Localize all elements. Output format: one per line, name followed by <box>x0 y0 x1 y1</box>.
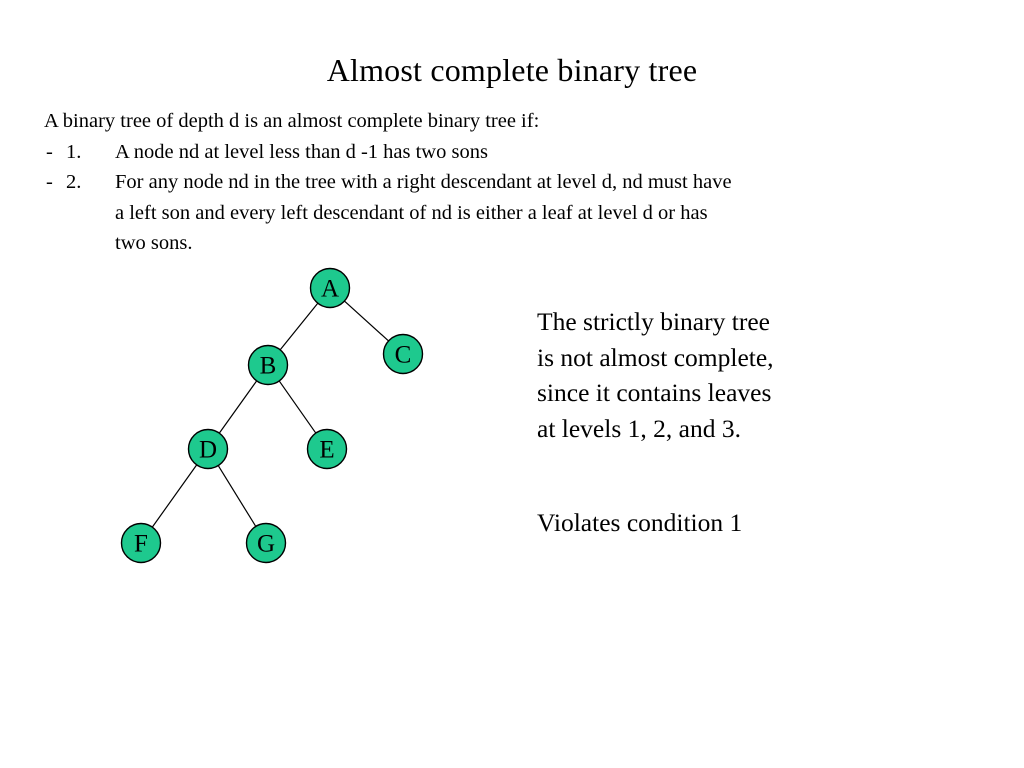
condition-2-continuation-line-2: two sons. <box>44 228 1004 259</box>
tree-node-f[interactable]: F <box>120 522 162 564</box>
tree-edge-b-d <box>218 380 258 434</box>
tree-node-label-e: E <box>319 437 334 464</box>
condition-1-text: A node nd at level less than d -1 has tw… <box>115 140 488 163</box>
annotation-text-block: The strictly binary tree is not almost c… <box>537 304 957 446</box>
tree-node-a[interactable]: A <box>309 267 351 309</box>
tree-node-e[interactable]: E <box>306 428 348 470</box>
tree-node-label-c: C <box>395 342 412 369</box>
condition-2-text: For any node nd in the tree with a right… <box>115 171 732 193</box>
tree-node-group: A B C D E F G <box>120 267 424 564</box>
definition-text-block: A binary tree of depth d is an almost co… <box>44 106 1004 259</box>
condition-2-continuation-line-1: a left son and every left descendant of … <box>44 198 1004 229</box>
tree-node-circle-e <box>306 428 348 470</box>
tree-node-circle-b <box>247 344 289 386</box>
tree-node-circle-g <box>245 522 287 564</box>
tree-edge-d-g <box>217 465 257 527</box>
condition-2-text-cont: two sons. <box>115 232 193 254</box>
tree-node-label-b: B <box>260 353 277 380</box>
tree-node-circle-a <box>309 267 351 309</box>
condition-2-text-cont: a left son and every left descendant of … <box>115 201 708 224</box>
tree-edge-b-e <box>278 380 317 434</box>
condition-1-line: - 1. A node nd at level less than d -1 h… <box>44 137 1004 168</box>
tree-edge-d-f <box>151 464 198 528</box>
bullet-dash-icon: - <box>46 140 53 163</box>
tree-node-circle-d <box>187 428 229 470</box>
tree-node-label-d: D <box>199 437 217 464</box>
annotation-line: since it contains leaves <box>537 378 772 407</box>
annotation-line: The strictly binary tree <box>537 307 770 336</box>
tree-node-d[interactable]: D <box>187 428 229 470</box>
tree-node-circle-c <box>382 333 424 375</box>
tree-node-label-f: F <box>134 531 148 558</box>
tree-node-g[interactable]: G <box>245 522 287 564</box>
tree-node-c[interactable]: C <box>382 333 424 375</box>
condition-1-number: 1. <box>66 140 82 163</box>
tree-edge-a-c <box>344 300 389 342</box>
definition-intro-line: A binary tree of depth d is an almost co… <box>44 110 540 132</box>
annotation-line: is not almost complete, <box>537 342 774 372</box>
tree-node-b[interactable]: B <box>247 344 289 386</box>
tree-edge-group <box>151 300 389 528</box>
tree-edge-a-b <box>279 302 319 351</box>
bullet-dash-icon: - <box>46 171 53 193</box>
violates-condition-text: Violates condition 1 <box>537 508 743 537</box>
annotation-line: at levels 1, 2, and 3. <box>537 413 741 443</box>
condition-2-number: 2. <box>66 171 82 193</box>
tree-node-circle-f <box>120 522 162 564</box>
condition-2-line: - 2. For any node nd in the tree with a … <box>44 167 1004 198</box>
tree-node-label-g: G <box>257 531 275 558</box>
page-title: Almost complete binary tree <box>326 52 698 89</box>
tree-node-label-a: A <box>321 276 339 303</box>
